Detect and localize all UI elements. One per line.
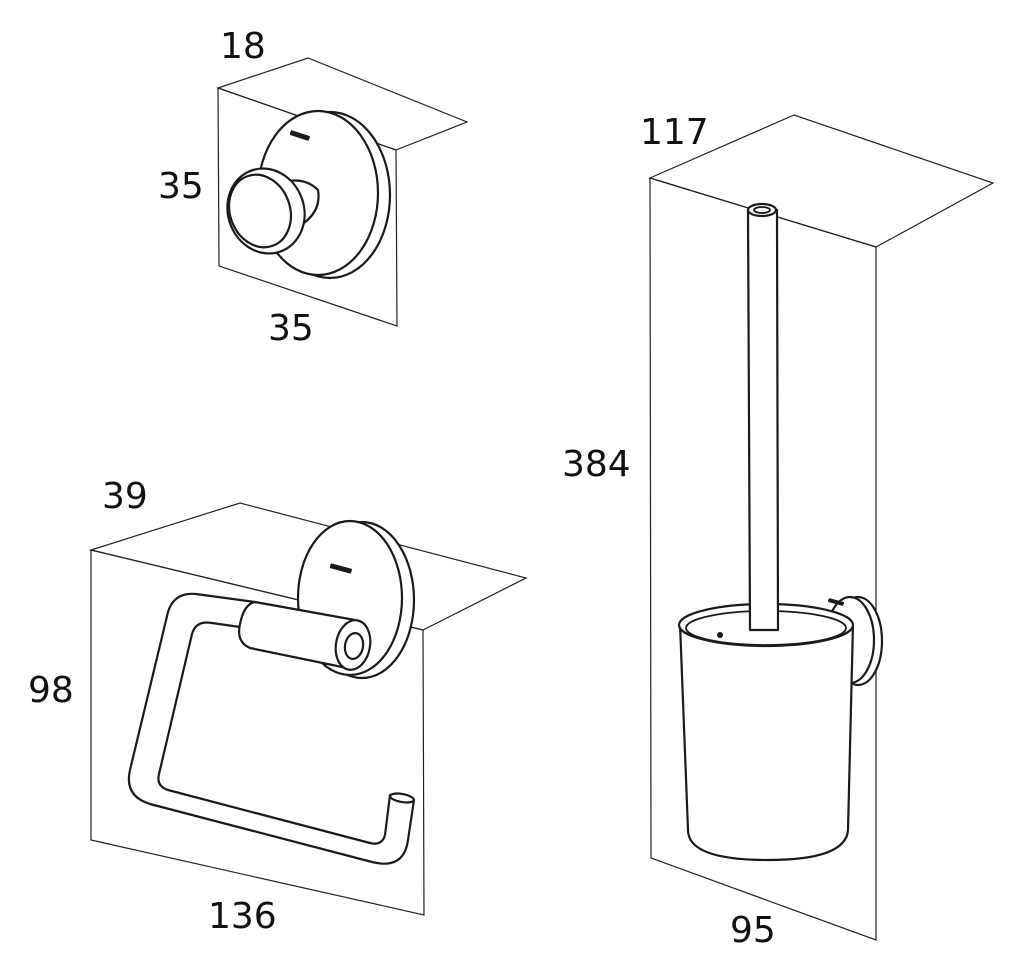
hook-product	[226, 109, 392, 280]
hook-depth-label: 18	[220, 26, 266, 67]
paper-holder-height-label: 98	[28, 670, 74, 711]
paper-holder-depth-label: 39	[102, 476, 148, 517]
paper-holder-product	[127, 519, 416, 865]
brush-holder-drawing: 117 384 95	[562, 112, 995, 951]
brush-holder-width-label: 95	[730, 910, 776, 951]
brush-holder-bounding-box	[648, 114, 995, 941]
paper-holder-width-label: 136	[208, 896, 277, 937]
hook-width-label: 35	[268, 308, 314, 349]
paper-holder-drawing: 39 98 136	[28, 476, 528, 937]
brush-holder-product	[677, 202, 884, 862]
brush-holder-depth-label: 117	[640, 112, 709, 153]
brush-holder-height-label: 384	[562, 444, 631, 485]
hook-height-label: 35	[158, 166, 204, 207]
hook-drawing: 18 35 35	[158, 26, 469, 349]
